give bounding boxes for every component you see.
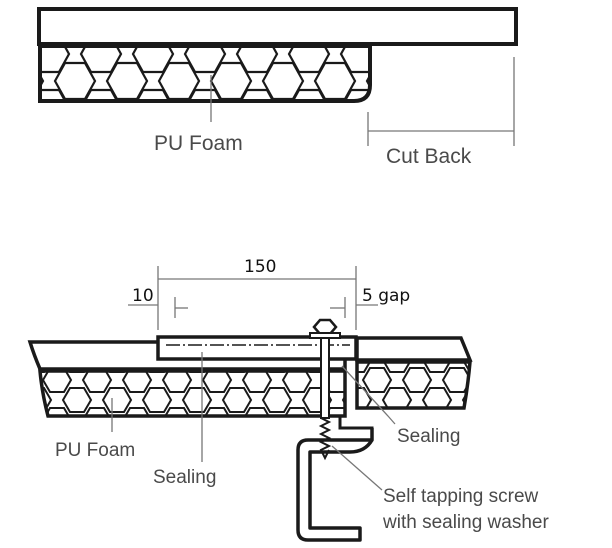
cutback-label: Cut Back (386, 145, 472, 168)
right-panel-top-sheet (355, 336, 473, 362)
right-panel-foam-core (355, 360, 472, 410)
dim-150-label: 150 (244, 257, 276, 277)
screw-label-line2: with sealing washer (382, 512, 549, 533)
sealing-right-label: Sealing (397, 426, 460, 447)
screw-label-line1: Self tapping screw (383, 486, 539, 507)
top-metal-sheet (37, 7, 518, 46)
dimension-lines (128, 266, 378, 330)
dim-5-gap-label: 5 gap (362, 286, 410, 306)
top-foam-label: PU Foam (154, 132, 243, 155)
joint-detail: 150 10 5 gap PU Foam Sealing (27, 257, 549, 542)
self-tapping-screw (309, 318, 341, 461)
sealing-lower-label: Sealing (153, 467, 216, 488)
screw-thread (318, 417, 332, 461)
joint-foam-label: PU Foam (55, 440, 135, 461)
dim-10-label: 10 (132, 286, 154, 306)
sealing-right-leader (341, 365, 396, 425)
joint-cover-plate (156, 335, 358, 361)
left-panel-foam-core (38, 369, 347, 418)
c-purlin-flange (338, 416, 374, 440)
screw-head (312, 318, 338, 336)
screw-leader (331, 445, 383, 491)
screw-shank (320, 337, 330, 419)
top-detail: PU Foam Cut Back (37, 7, 518, 168)
c-purlin-support (296, 428, 374, 542)
top-foam-core (38, 44, 372, 103)
leader-lines (111, 352, 396, 491)
